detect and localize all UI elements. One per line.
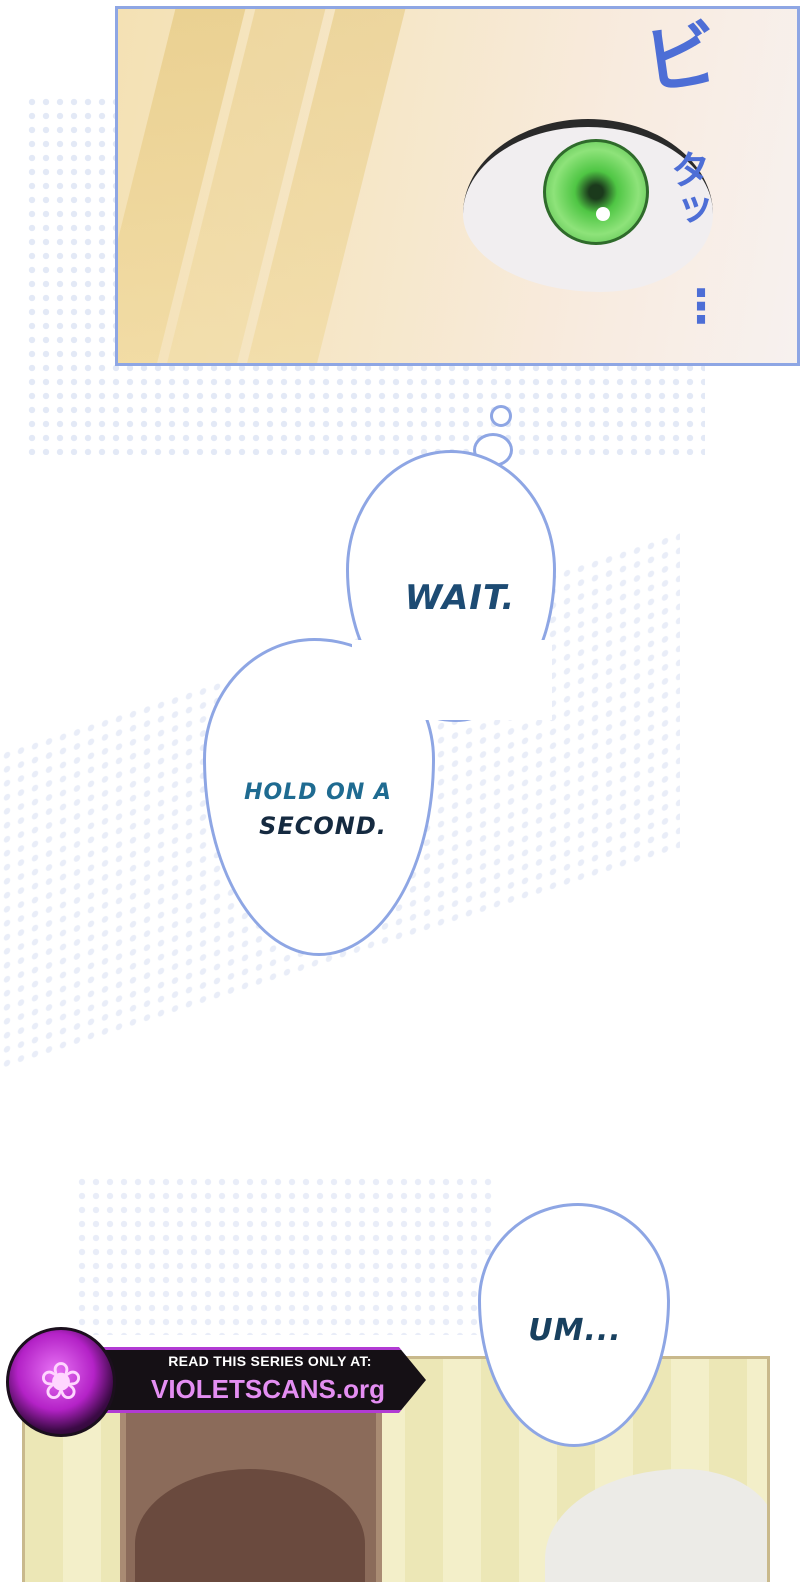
speech-text-hold-line2: SECOND. [259,812,387,840]
banner-tagline: READ THIS SERIES ONLY AT: [168,1353,372,1369]
sfx-large: ビ [638,11,724,107]
thought-bubble-tail [490,405,512,427]
rose-icon: ❀ [39,1352,83,1412]
banner-bar [86,1347,426,1413]
character-dark-hair [135,1469,365,1582]
speech-bubble-um [478,1203,670,1447]
eye-glint [596,207,610,221]
promo-banner[interactable]: ❀ [6,1327,451,1437]
banner-logo: ❀ [6,1327,116,1437]
sfx-dots: ⋮ [678,279,724,333]
sfx-small: タッ [664,149,710,229]
banner-site-link[interactable]: VIOLETSCANS.org [150,1374,385,1404]
speech-bubble-hold-on [203,638,435,956]
bubble-merge [352,640,552,720]
halftone-pattern [75,1175,495,1335]
character-light-hair [545,1469,767,1582]
speech-text-hold-line1: HOLD ON A [244,780,392,805]
green-iris [543,139,649,245]
comic-panel-eye-closeup: ビ タッ ⋮ [115,6,800,366]
speech-text-wait: WAIT. [404,578,516,618]
speech-text-um: UM... [528,1313,622,1348]
